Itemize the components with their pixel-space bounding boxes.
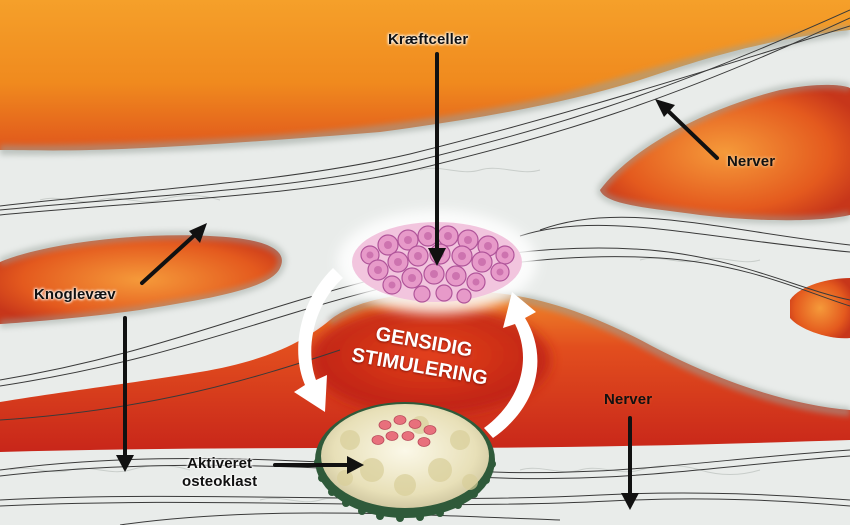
label-nerves-bottom: Nerver <box>604 391 652 408</box>
label-activated-osteoclast: Aktiveret osteoklast <box>182 455 257 491</box>
label-cancer-cells: Kræftceller <box>388 31 468 48</box>
label-bone-tissue: Knoglevæv <box>34 286 116 303</box>
label-nerves-top: Nerver <box>727 153 775 170</box>
label-osteoclast-line2: osteoklast <box>182 473 257 491</box>
label-osteoclast-line1: Aktiveret <box>182 455 257 473</box>
